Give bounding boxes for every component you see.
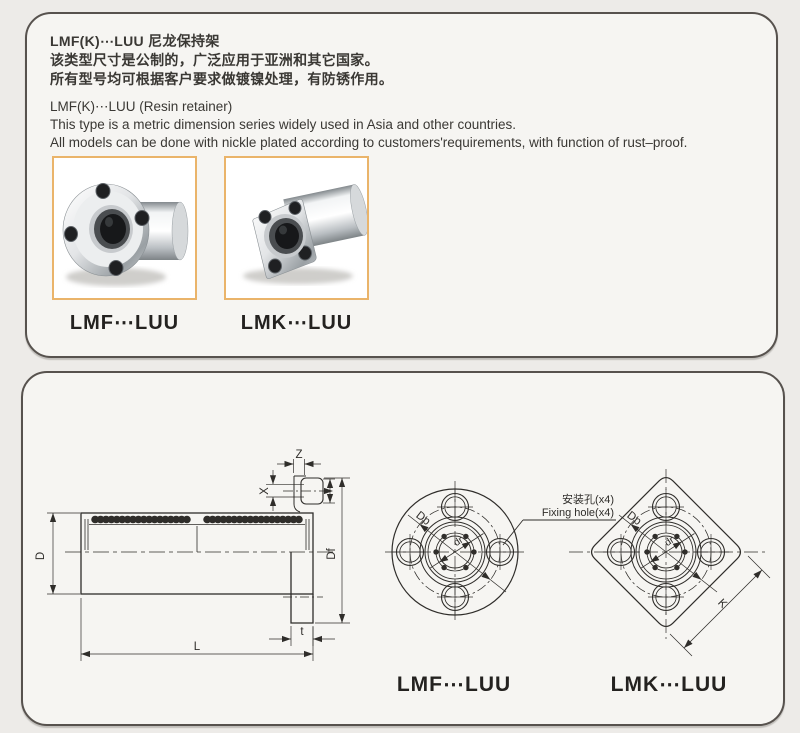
dim-t-label: t [300, 626, 304, 638]
dim-X-label: X [259, 487, 271, 495]
dim-Z-label: Z [295, 449, 302, 461]
intro-zh-line2: 所有型号均可根据客户要求做镀镍处理，有防锈作用。 [50, 71, 394, 87]
lmk-front-view: Dp dr K LMK⋯LUU [569, 469, 771, 696]
drawing-panel: D Z X [21, 371, 785, 726]
lmf-view-label: LMF⋯LUU [397, 673, 511, 696]
intro-panel: LMF(K)⋯LUU 尼龙保持架 该类型尺寸是公制的，广泛应用于亚洲和其它国家。… [25, 12, 778, 358]
lmf-product-photo [62, 183, 189, 286]
intro-zh-title: LMF(K)⋯LUU 尼龙保持架 [50, 33, 220, 49]
intro-zh-line1: 该类型尺寸是公制的，广泛应用于亚洲和其它国家。 [50, 52, 379, 68]
technical-drawing: D Z X [35, 449, 771, 696]
fixing-hole-zh-label: 安装孔(x4) [562, 492, 614, 506]
dim-K-label: K [715, 597, 729, 611]
lmf-photo-frame [52, 156, 197, 300]
dim-L-label: L [194, 641, 201, 653]
intro-en-line2: All models can be done with nickle plate… [50, 135, 688, 150]
intro-en-line1: This type is a metric dimension series w… [50, 117, 516, 132]
side-view-dimensions: D Z X [35, 449, 350, 661]
intro-en-title: LMF(K)⋯LUU (Resin retainer) [50, 99, 233, 114]
lmk-product-photo [243, 184, 367, 284]
side-section-view [65, 475, 335, 624]
lmk-product-label: LMK⋯LUU [240, 312, 353, 334]
lmk-photo-frame [224, 156, 369, 300]
lmk-fixing-holes [603, 489, 729, 615]
intro-text-block: LMF(K)⋯LUU 尼龙保持架 该类型尺寸是公制的，广泛应用于亚洲和其它国家。… [50, 32, 750, 152]
lmf-product-label: LMF⋯LUU [69, 312, 180, 334]
dim-D-label: D [35, 552, 47, 560]
lmf-dim-Dp-label: Dp [413, 509, 432, 528]
dim-Df-label: Df [326, 547, 338, 559]
fixing-hole-en-label: Fixing hole(x4) [542, 507, 614, 519]
lmk-ball-dots [644, 533, 688, 571]
lmf-fixing-holes [392, 489, 518, 615]
lmf-front-view: Dp dr LMF⋯LUU [385, 481, 525, 696]
lmk-view-label: LMK⋯LUU [611, 673, 728, 696]
lmf-ball-dots [433, 533, 477, 571]
fixing-hole-annotation: 安装孔(x4) Fixing hole(x4) [502, 492, 616, 546]
